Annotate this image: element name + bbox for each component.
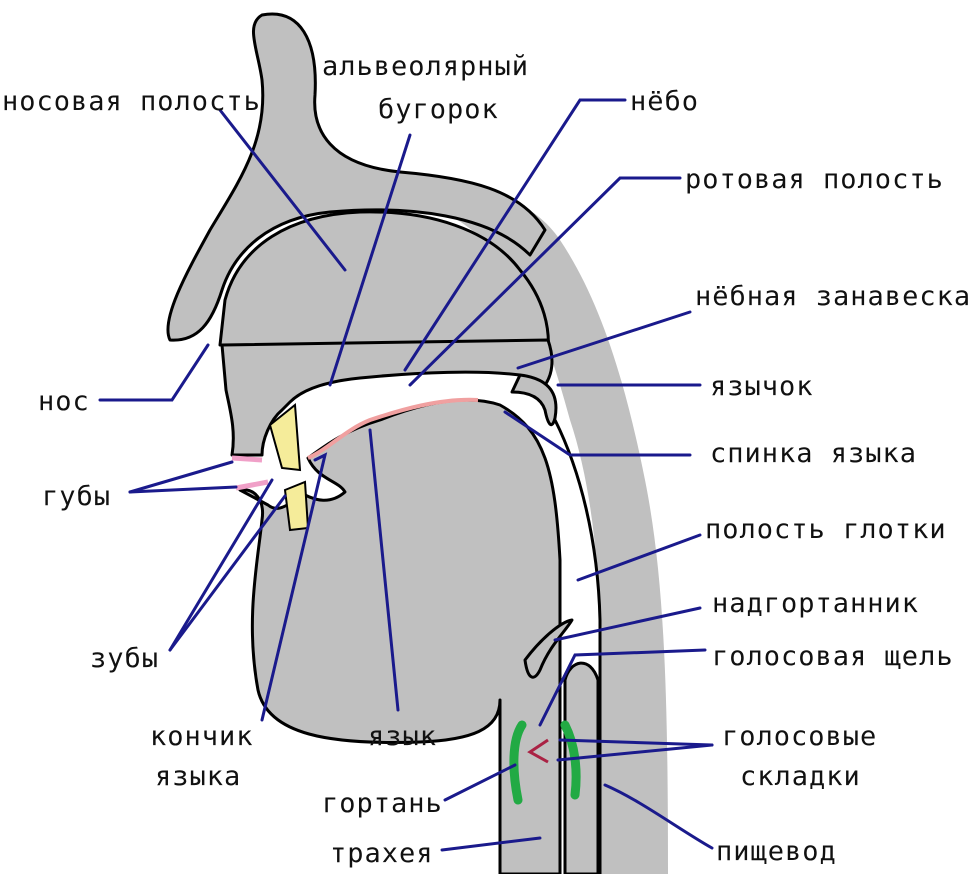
label-alveolar-1: альвеолярный [322, 51, 529, 82]
upper-lip [232, 458, 262, 460]
label-nasal-cavity: носовая полость [2, 86, 261, 117]
leader-nose [100, 345, 208, 400]
label-uvula: язычок [710, 371, 814, 402]
label-larynx: гортань [322, 788, 443, 819]
label-oral-cavity: ротовая полость [685, 164, 944, 195]
label-alveolar-2: бугорок [378, 94, 499, 125]
label-nose: нос [38, 386, 90, 417]
label-esophagus: пищевод [716, 836, 837, 867]
label-glottis: голосовая щель [712, 641, 954, 672]
label-tongue: язык [368, 721, 437, 752]
esophagus-shape [565, 663, 598, 874]
label-vocal-folds-2: складки [740, 761, 861, 792]
label-tongue-tip-2: языка [155, 761, 241, 792]
label-tongue-back: спинка языка [710, 438, 917, 469]
label-velum: нёбная занавеска [695, 281, 971, 312]
label-lips: губы [42, 481, 111, 512]
label-vocal-folds-1: голосовые [722, 721, 877, 752]
lower-lip [236, 482, 268, 488]
label-trachea: трахея [330, 838, 434, 869]
label-epiglottis: надгортанник [712, 588, 919, 619]
label-tongue-tip-1: кончик [150, 721, 254, 752]
lower-tooth [285, 482, 308, 530]
label-pharynx: полость глотки [705, 514, 947, 545]
label-palate: нёбо [630, 86, 699, 117]
label-teeth: зубы [90, 643, 159, 674]
